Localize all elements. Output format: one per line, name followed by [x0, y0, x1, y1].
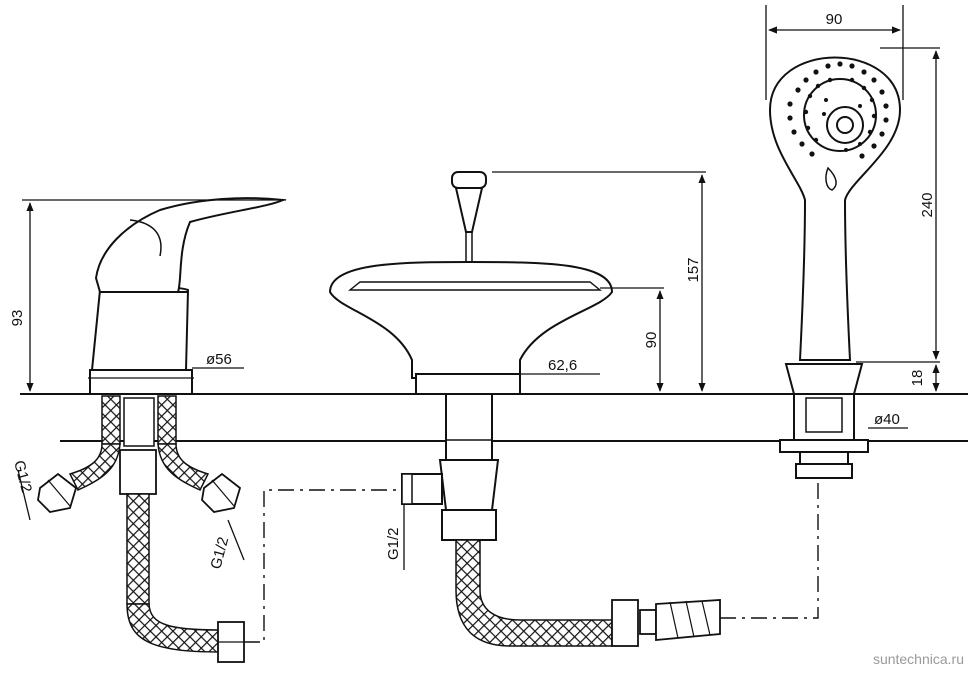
label-holder-height: 18 — [909, 370, 926, 387]
label-spout-height: 90 — [643, 332, 660, 349]
label-connection-left-a: G1/2 — [10, 459, 35, 495]
connection-paths — [244, 478, 819, 643]
mixer-nuts — [37, 472, 245, 663]
label-mixer-base-dia: ø56 — [206, 351, 232, 368]
label-hand-shower-width: 90 — [826, 11, 843, 28]
label-mixer-height: 93 — [9, 310, 26, 327]
shower-holder — [779, 363, 869, 479]
label-hand-shower-length: 240 — [919, 192, 936, 217]
spout-hose — [455, 539, 613, 647]
spout-body — [328, 171, 614, 541]
dimension-lines — [17, 5, 940, 570]
hand-shower — [768, 56, 902, 361]
watermark: suntechnica.ru — [873, 651, 964, 667]
mixer-hoses — [68, 443, 221, 653]
mixer-body — [88, 197, 287, 495]
spout-fittings — [611, 599, 721, 647]
label-spout-total-height: 157 — [685, 257, 702, 282]
label-diverter-connection: G1/2 — [385, 527, 402, 560]
shower-nozzles — [787, 61, 889, 159]
label-connection-left-b: G1/2 — [207, 535, 232, 571]
label-spout-width: 62,6 — [548, 357, 577, 374]
label-holder-dia: ø40 — [874, 411, 900, 428]
